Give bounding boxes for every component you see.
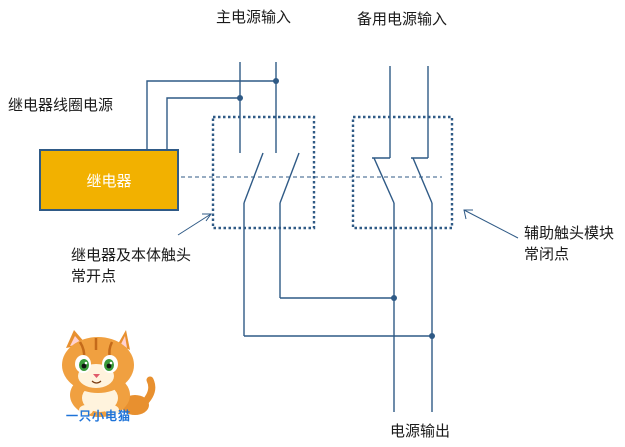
node-output-right bbox=[429, 333, 435, 339]
arrow-relay-contacts bbox=[177, 213, 212, 236]
power-output-label: 电源输出 bbox=[390, 422, 451, 440]
main-switch-blade-left bbox=[243, 152, 264, 204]
node-coil-outer bbox=[273, 78, 279, 84]
aux-contacts-box bbox=[351, 115, 454, 230]
node-coil-inner bbox=[237, 95, 243, 101]
relay-contacts-label-line1: 继电器及本体触头 bbox=[71, 246, 192, 264]
relay-block: 继电器 bbox=[39, 149, 179, 211]
mascot-brand-text: 一只小电猫 bbox=[66, 409, 132, 423]
arrow-aux-contacts bbox=[463, 209, 519, 239]
coil-power-label: 继电器线圈电源 bbox=[8, 96, 114, 114]
main-switch-blade-right bbox=[279, 152, 300, 204]
backup-switch-blade-left bbox=[373, 157, 395, 204]
node-output-left bbox=[391, 295, 397, 301]
aux-contacts-label-line1: 辅助触头模块 bbox=[524, 224, 615, 242]
aux-contacts-label-line2: 常闭点 bbox=[524, 245, 570, 263]
relay-contacts-box bbox=[211, 115, 316, 230]
coil-wire-inner bbox=[166, 97, 240, 149]
main-power-label: 主电源输入 bbox=[216, 8, 292, 26]
backup-switch-blade-right bbox=[412, 157, 433, 204]
cat-mascot-icon bbox=[62, 330, 156, 417]
relay-contacts-label-line2: 常开点 bbox=[71, 267, 117, 285]
relay-label: 继电器 bbox=[86, 171, 132, 190]
coil-wire-outer bbox=[146, 80, 276, 149]
backup-power-label: 备用电源输入 bbox=[357, 10, 448, 28]
